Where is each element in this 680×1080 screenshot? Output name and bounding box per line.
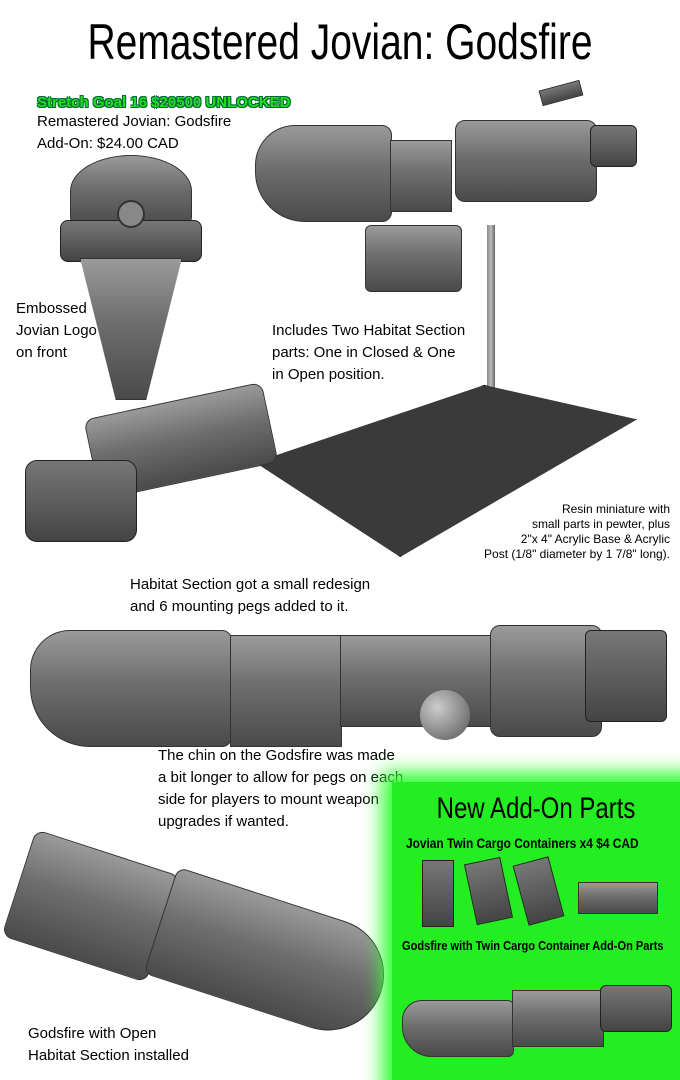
open-habitat-render	[1, 820, 399, 1046]
stretch-goal-block: Stretch Goal 16 $20500 UNLOCKED Remaster…	[37, 94, 290, 155]
addons-heading: New Add-On Parts	[436, 792, 636, 825]
page-title: Remastered Jovian: Godsfire	[87, 14, 593, 70]
exploded-parts-render	[250, 79, 680, 292]
cargo-addon-ship-render	[400, 965, 680, 1065]
cargo-containers-render	[420, 856, 670, 935]
addons-render-caption: Godsfire with Twin Cargo Container Add-O…	[402, 938, 664, 953]
product-price: Add-On: $24.00 CAD	[37, 135, 179, 152]
side-view-render	[25, 610, 675, 755]
angled-view-render	[20, 380, 279, 550]
product-name: Remastered Jovian: Godsfire	[37, 113, 232, 130]
front-view-render	[55, 150, 205, 400]
stretch-goal-badge: Stretch Goal 16 $20500 UNLOCKED	[37, 94, 291, 111]
addons-item: Jovian Twin Cargo Containers x4 $4 CAD	[406, 835, 639, 851]
acrylic-post	[487, 225, 495, 395]
